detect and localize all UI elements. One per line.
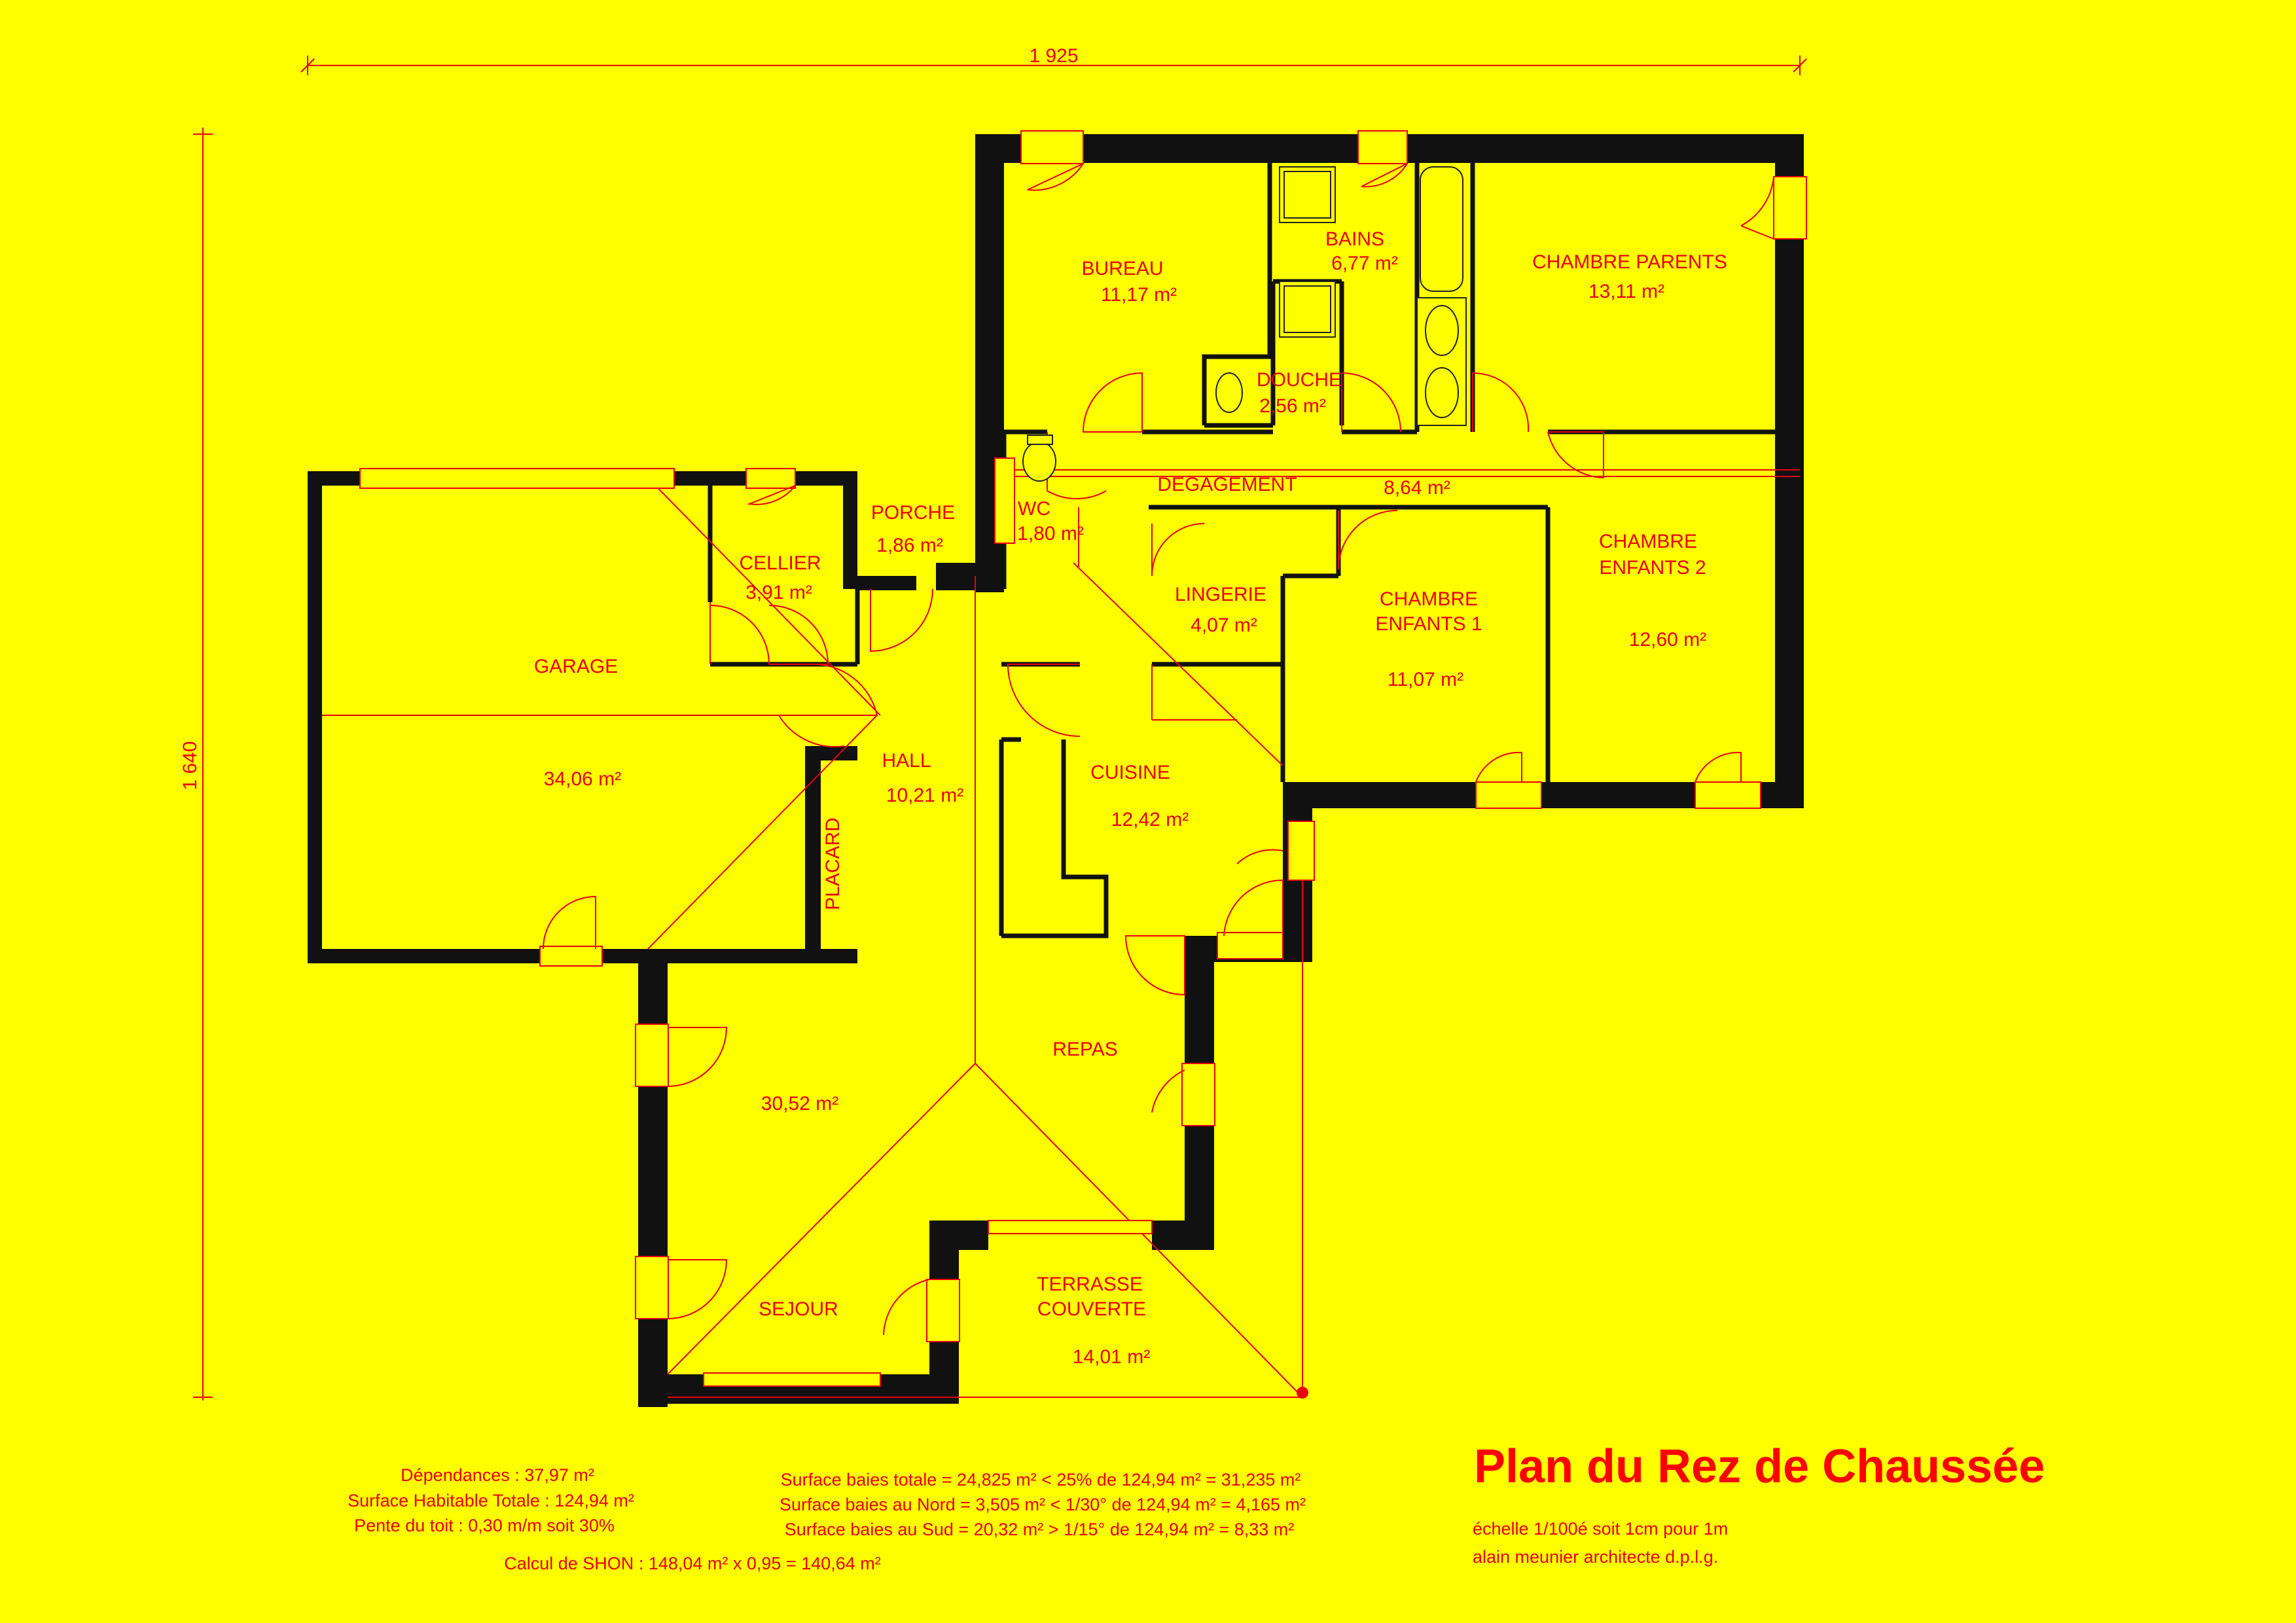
room-terrasse-area: 14,01 m² (1073, 1346, 1150, 1368)
sanitary-fixtures (1022, 166, 1467, 482)
room-lingerie-area: 4,07 m² (1191, 615, 1257, 636)
doors (543, 163, 1774, 1336)
exterior-walls (308, 134, 1804, 1407)
room-douche-area: 2,56 m² (1259, 395, 1326, 417)
room-bains-name: BAINS (1325, 228, 1384, 250)
height-dimension-label: 1 640 (179, 741, 201, 790)
room-wc-area: 1,80 m² (1017, 523, 1084, 544)
plan-architect: alain meunier architecte d.p.l.g. (1473, 1547, 1718, 1567)
bathtub-icon (1420, 166, 1463, 292)
room-lingerie-name: LINGERIE (1175, 584, 1266, 605)
room-hall-area: 10,21 m² (886, 785, 963, 806)
room-repas-name: REPAS (1052, 1039, 1117, 1060)
room-chambre-parents-name: CHAMBRE PARENTS (1532, 251, 1727, 273)
plan-title: Plan du Rez de Chaussée (1474, 1440, 2045, 1493)
interior-partitions (322, 163, 1775, 938)
room-sejour-name: SEJOUR (759, 1298, 838, 1320)
roof-lines (641, 469, 1800, 1399)
plan-scale: échelle 1/100é soit 1cm pour 1m (1473, 1519, 1728, 1539)
room-garage-area: 34,06 m² (544, 768, 621, 790)
room-cellier-area: 3,91 m² (745, 582, 812, 603)
room-wc-name: WC (1018, 498, 1050, 520)
room-cellier-name: CELLIER (739, 552, 821, 574)
room-porche-area: 1,86 m² (876, 535, 943, 556)
room-cuisine-area: 12,42 m² (1111, 809, 1189, 830)
surface-notes: Dépendances : 37,97 m² Surface Habitable… (348, 1465, 1306, 1573)
note-baies-totale: Surface baies totale = 24,825 m² < 25% d… (781, 1470, 1301, 1489)
room-chambre-enfants-2-name-line1: CHAMBRE (1599, 531, 1697, 552)
room-chambre-enfants-2-area: 12,60 m² (1629, 629, 1706, 651)
note-baies-sud: Surface baies au Sud = 20,32 m² > 1/15° … (785, 1520, 1295, 1539)
room-bains-area: 6,77 m² (1331, 253, 1398, 274)
note-baies-nord: Surface baies au Nord = 3,505 m² < 1/30°… (780, 1495, 1306, 1514)
room-bureau-area: 11,17 m² (1101, 284, 1177, 306)
note-surface-habitable: Surface Habitable Totale : 124,94 m² (348, 1491, 634, 1510)
room-degagement-area: 8,64 m² (1384, 477, 1450, 499)
room-labels: BUREAU 11,17 m² BAINS 6,77 m² DOUCHE 2,5… (534, 228, 1727, 1368)
room-terrasse-name-line2: COUVERTE (1037, 1298, 1146, 1320)
room-chambre-enfants-2-name-line2: ENFANTS 2 (1599, 557, 1706, 579)
room-hall-name: HALL (882, 750, 931, 772)
room-degagement-name: DEGAGEMENT (1157, 474, 1297, 495)
room-garage-name: GARAGE (534, 656, 618, 677)
washbasin-icon (1215, 372, 1243, 413)
room-terrasse-name-line1: TERRASSE (1037, 1274, 1143, 1295)
note-dependances: Dépendances : 37,97 m² (401, 1465, 594, 1485)
room-placard-name: PLACARD (822, 817, 844, 910)
room-porche-name: PORCHE (871, 502, 955, 524)
room-bureau-name: BUREAU (1081, 258, 1163, 279)
room-chambre-enfants-1-name-line1: CHAMBRE (1380, 588, 1478, 610)
note-shon: Calcul de SHON : 148,04 m² x 0,95 = 140,… (504, 1554, 881, 1573)
height-dimension: 1 640 (179, 128, 213, 1400)
note-pente-toit: Pente du toit : 0,30 m/m soit 30% (354, 1516, 615, 1535)
room-sejour-area: 30,52 m² (761, 1093, 838, 1115)
width-dimension-label: 1 925 (1029, 45, 1078, 67)
windows (359, 130, 1807, 1387)
room-chambre-enfants-1-area: 11,07 m² (1388, 669, 1463, 690)
title-block: Plan du Rez de Chaussée échelle 1/100é s… (1473, 1440, 2045, 1567)
room-douche-name: DOUCHE (1257, 369, 1342, 391)
room-cuisine-name: CUISINE (1090, 762, 1170, 783)
room-chambre-parents-area: 13,11 m² (1588, 281, 1664, 302)
roof-apex-marker (1297, 1387, 1308, 1399)
toilet-icon (1022, 441, 1056, 482)
room-chambre-enfants-1-name-line2: ENFANTS 1 (1375, 613, 1482, 635)
width-dimension: 1 925 (300, 45, 1807, 75)
